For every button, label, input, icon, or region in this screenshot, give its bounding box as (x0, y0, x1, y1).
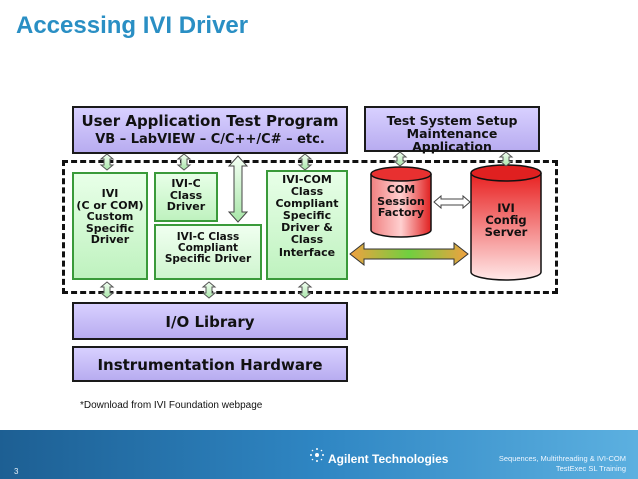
com-session-factory-cylinder: COM Session Factory (370, 166, 432, 238)
slide-title: Accessing IVI Driver (16, 12, 249, 39)
footnote: *Download from IVI Foundation webpage (80, 400, 263, 411)
user-application-title: User Application Test Program (81, 112, 339, 130)
page-number: 3 (14, 467, 19, 476)
footer-bar (0, 430, 638, 479)
test-system-setup-box: Test System Setup Maintenance Applicatio… (364, 106, 540, 153)
ivi-c-class-driver-box: IVI-C Class Driver (154, 172, 218, 222)
ivi-c-compliant-driver-box: IVI-C Class Compliant Specific Driver (154, 224, 262, 280)
ivi-com-driver-box: IVI-COM Class Compliant Specific Driver … (266, 170, 348, 280)
cylinder-shape (470, 164, 542, 281)
footer-caption-line2: TestExec SL Training (555, 463, 626, 473)
ivi-custom-driver-box: IVI (C or COM) Custom Specific Driver (72, 172, 148, 280)
io-library-box: I/O Library (72, 302, 348, 340)
ivi-config-server-label: IVI Config Server (484, 201, 528, 240)
footer-caption: Sequences, Multithreading & IVI-COM Test… (499, 454, 626, 474)
agilent-logo-text: Agilent Technologies (328, 452, 449, 466)
user-application-languages: VB – LabVIEW – C/C++/C# – etc. (95, 132, 325, 147)
com-session-factory-label: COM Session Factory (377, 183, 425, 220)
ivi-config-server-cylinder: IVI Config Server (470, 164, 542, 282)
cylinder-shape (370, 166, 432, 238)
footer-caption-line1: Sequences, Multithreading & IVI-COM (498, 454, 626, 463)
instrumentation-hardware-box: Instrumentation Hardware (72, 346, 348, 382)
user-application-box: User Application Test Program VB – LabVI… (72, 106, 348, 154)
agilent-spark-icon (310, 448, 324, 462)
